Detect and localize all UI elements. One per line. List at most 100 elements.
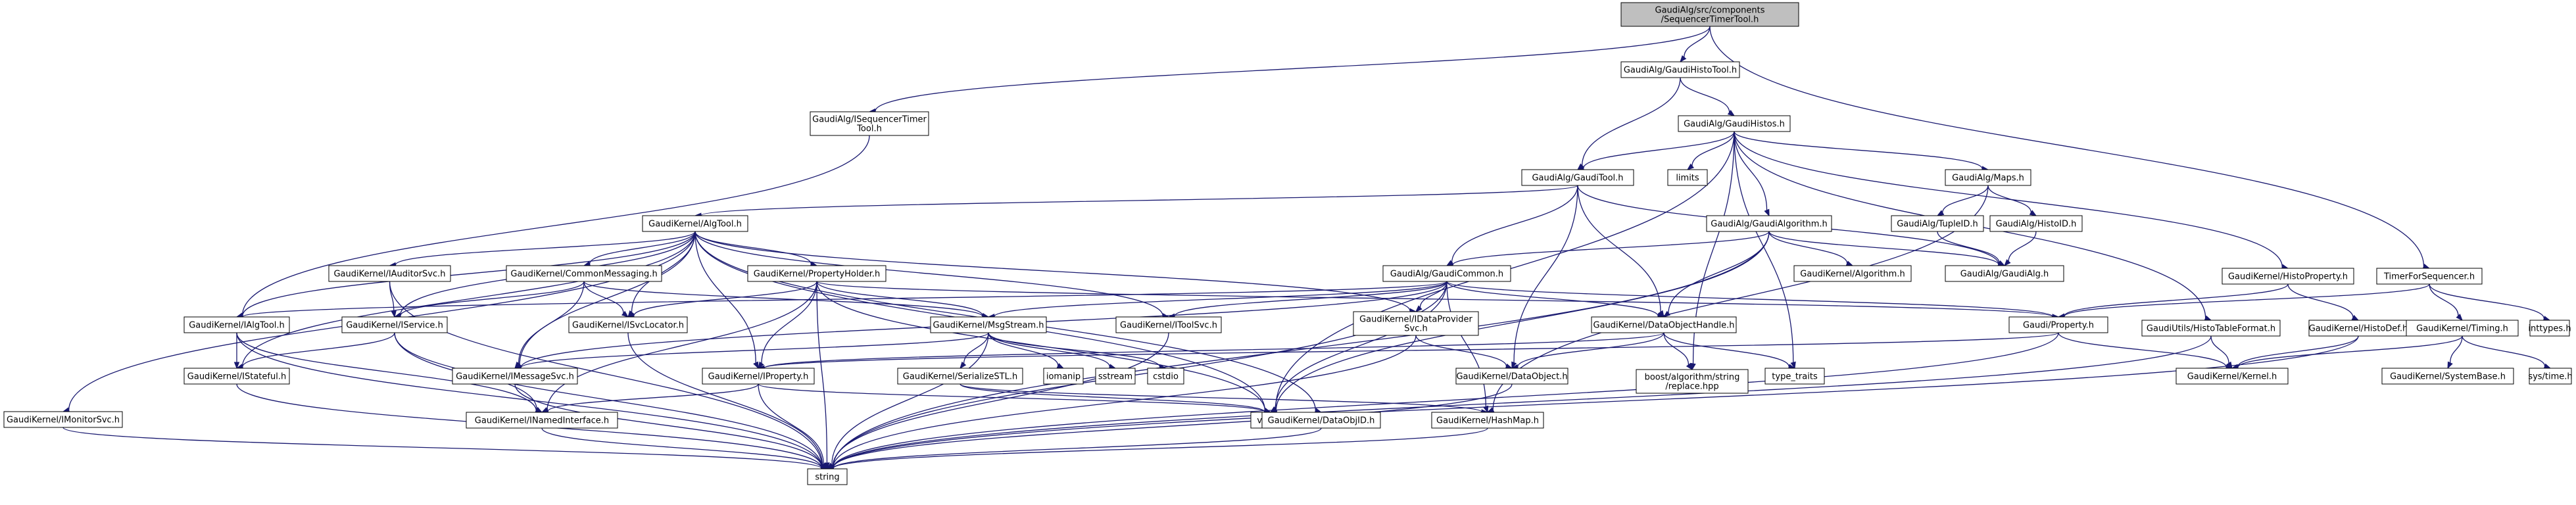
- edge-maps-to-tupleid: [1936, 185, 1989, 216]
- edge-line: [2058, 332, 2227, 368]
- edge-line: [1275, 231, 1770, 410]
- node-cstdio: cstdio: [1147, 368, 1184, 385]
- node-box: [897, 368, 1023, 385]
- node-systembase[interactable]: GaudiKernel/SystemBase.h: [2381, 368, 2514, 385]
- edge-line: [1583, 131, 1735, 169]
- edge-line: [816, 281, 2053, 318]
- node-iproperty[interactable]: GaudiKernel/IProperty.h: [702, 368, 815, 385]
- node-gaudiproperty[interactable]: Gaudi/Property.h: [2008, 316, 2108, 333]
- edge-imonitorsvc-to-string: [62, 427, 829, 471]
- edge-line: [1419, 281, 1447, 308]
- node-label: GaudiAlg/HistoID.h: [1996, 220, 2077, 229]
- edge-line: [633, 281, 817, 316]
- edge-hashmap-to-string: [826, 427, 1488, 471]
- edge-histos-to-typetraits: [1734, 131, 1796, 370]
- edge-line: [1768, 231, 1848, 264]
- node-histotableformat[interactable]: GaudiUtils/HistoTableFormat.h: [2141, 320, 2281, 337]
- node-iomanip: iomanip: [1043, 368, 1084, 385]
- edge-line: [236, 332, 537, 411]
- edge-iservice-to-istateful: [235, 332, 395, 370]
- edge-propertyholder-to-msgstream: [816, 281, 990, 319]
- edge-timerforseq-to-timing: [2429, 283, 2463, 322]
- node-timing[interactable]: GaudiKernel/Timing.h: [2406, 320, 2519, 337]
- edge-gaudiproperty-to-iproperty: [757, 332, 2059, 371]
- edge-line: [1517, 332, 1665, 368]
- node-label: type_traits: [1772, 372, 1818, 382]
- node-iservice[interactable]: GaudiKernel/IService.h: [341, 316, 448, 333]
- edge-gaudicommon-to-vector: [1269, 281, 1447, 413]
- node-label: boost/algorithm/string: [1645, 373, 1740, 383]
- edge-line: [62, 427, 822, 469]
- edge-histos-to-histoproperty: [1734, 131, 2289, 270]
- node-label: cstdio: [1153, 372, 1179, 382]
- node-label: TimerForSequencer.h: [2383, 272, 2475, 282]
- node-gauditool[interactable]: GaudiAlg/GaudiTool.h: [1521, 169, 1634, 186]
- node-label: /SequencerTimerTool.h: [1661, 15, 1759, 25]
- node-label: GaudiKernel/PropertyHolder.h: [754, 270, 881, 279]
- arrowhead-icon: [621, 310, 629, 318]
- node-gaudialg[interactable]: GaudiAlg/GaudiAlg.h: [1945, 265, 2064, 282]
- node-box: [1945, 169, 2031, 186]
- node-imonitorsvc[interactable]: GaudiKernel/IMonitorSvc.h: [3, 411, 123, 428]
- arrowhead-icon: [1483, 405, 1489, 414]
- node-histoid[interactable]: GaudiAlg/HistoID.h: [1989, 215, 2083, 232]
- node-label: GaudiAlg/GaudiHistoTool.h: [1624, 66, 1737, 76]
- edge-line: [2287, 283, 2354, 318]
- edge-line: [700, 185, 1578, 216]
- node-box: [2175, 368, 2289, 385]
- node-box: [1678, 115, 1791, 132]
- node-dataobject[interactable]: GaudiKernel/DataObject.h: [1455, 368, 1568, 385]
- node-commonmessaging[interactable]: GaudiKernel/CommonMessaging.h: [506, 265, 662, 282]
- node-root[interactable]: GaudiAlg/src/components/SequencerTimerTo…: [1620, 2, 1799, 27]
- edge-line: [960, 383, 1482, 413]
- node-box: [568, 316, 688, 333]
- node-timerforseq[interactable]: TimerForSequencer.h: [2376, 268, 2483, 285]
- node-label: GaudiAlg/GaudiAlg.h: [1960, 270, 2049, 279]
- node-label: inttypes.h: [2528, 324, 2571, 334]
- node-propertyholder[interactable]: GaudiKernel/PropertyHolder.h: [747, 265, 887, 282]
- node-tupleid[interactable]: GaudiAlg/TupleID.h: [1891, 215, 1984, 232]
- node-label: GaudiKernel/IService.h: [346, 321, 443, 331]
- node-isvclocator[interactable]: GaudiKernel/ISvcLocator.h: [568, 316, 688, 333]
- node-gaudicommon[interactable]: GaudiAlg/GaudiCommon.h: [1382, 265, 1511, 282]
- node-inttypes: inttypes.h: [2528, 320, 2571, 337]
- edge-line: [2462, 335, 2546, 367]
- node-inamedinterface[interactable]: GaudiKernel/INamedInterface.h: [466, 412, 618, 429]
- arrowhead-icon: [1936, 210, 1945, 216]
- node-iauditorsvc[interactable]: GaudiKernel/IAuditorSvc.h: [328, 265, 451, 282]
- arrowhead-icon: [1663, 310, 1671, 318]
- node-algorithm[interactable]: GaudiKernel/Algorithm.h: [1793, 265, 1912, 282]
- node-itoolsvc[interactable]: GaudiKernel/IToolSvc.h: [1115, 316, 1222, 333]
- edge-line: [1663, 332, 1689, 365]
- node-histotool[interactable]: GaudiAlg/GaudiHistoTool.h: [1620, 61, 1740, 78]
- node-histodef[interactable]: GaudiKernel/HistoDef.h: [2308, 320, 2408, 337]
- node-kernel[interactable]: GaudiKernel/Kernel.h: [2175, 368, 2289, 385]
- node-msgstream[interactable]: GaudiKernel/MsgStream.h: [930, 316, 1047, 333]
- node-box: [807, 468, 848, 485]
- node-ialgtool[interactable]: GaudiKernel/IAlgTool.h: [183, 316, 290, 333]
- node-imessagesvc[interactable]: GaudiKernel/IMessageSvc.h: [452, 368, 578, 385]
- edge-commonmessaging-to-isvclocator: [583, 281, 629, 318]
- arrowhead-icon: [1680, 55, 1687, 63]
- node-algtool[interactable]: GaudiKernel/AlgTool.h: [642, 215, 748, 232]
- node-histoproperty[interactable]: GaudiKernel/HistoProperty.h: [2222, 268, 2354, 285]
- node-dataobjecthandle[interactable]: GaudiKernel/DataObjectHandle.h: [1591, 316, 1737, 333]
- node-istateful[interactable]: GaudiKernel/IStateful.h: [183, 368, 290, 385]
- edge-histoid-to-gaudialg: [2004, 231, 2037, 267]
- node-label: GaudiKernel/Kernel.h: [2187, 372, 2277, 382]
- edge-line: [2064, 283, 2289, 317]
- node-box: [183, 368, 290, 385]
- edge-line: [1415, 335, 1507, 367]
- node-gaudialgorithm[interactable]: GaudiAlg/GaudiAlgorithm.h: [1706, 215, 1832, 232]
- node-dataobjid[interactable]: GaudiKernel/DataObjID.h: [1261, 412, 1381, 429]
- node-box: [1636, 369, 1749, 394]
- node-histos[interactable]: GaudiAlg/GaudiHistos.h: [1678, 115, 1791, 132]
- node-maps[interactable]: GaudiAlg/Maps.h: [1945, 169, 2031, 186]
- node-serializestl[interactable]: GaudiKernel/SerializeSTL.h: [897, 368, 1023, 385]
- arrowhead-icon: [1511, 361, 1517, 370]
- node-box: [2529, 320, 2570, 337]
- node-hashmap[interactable]: GaudiKernel/HashMap.h: [1431, 412, 1544, 429]
- node-label: GaudiKernel/SerializeSTL.h: [903, 372, 1017, 382]
